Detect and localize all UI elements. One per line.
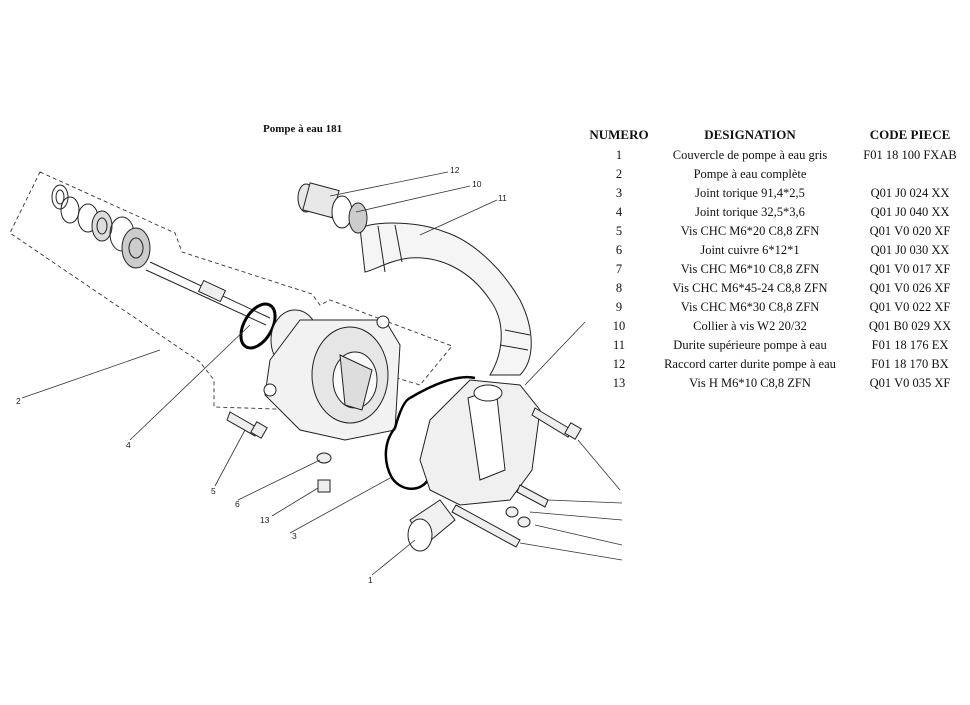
cell-num: 8 (615, 281, 623, 295)
callout-3: 3 (292, 531, 297, 541)
table-row: 11 Durite supérieure pompe à eau F01 18 17… (588, 336, 970, 355)
cell-designation: Pompe à eau complète (693, 167, 807, 181)
cell-designation: Vis CHC M6*30 C8,8 ZFN (680, 300, 820, 314)
hose-fitting (297, 182, 368, 234)
table-row: 13 Vis H M6*10 C8,8 ZFN Q01 V0 035 XF (588, 374, 970, 393)
cell-code: F01 18 100 FXAB (863, 148, 957, 162)
callout-5: 5 (211, 486, 216, 496)
cell-code: Q01 V0 026 XF (869, 281, 951, 295)
cell-designation: Vis CHC M6*45-24 C8,8 ZFN (672, 281, 828, 295)
cell-designation: Raccord carter durite pompe à eau (664, 357, 836, 371)
o-ring-small (239, 302, 277, 350)
callout-4: 4 (126, 440, 131, 450)
exploded-view-diagram: 1 2 3 4 5 6 13 12 10 11 (9, 165, 623, 585)
table-header-row: NUMERO DESIGNATION CODE PIECE (588, 124, 970, 146)
cell-num: 11 (612, 338, 626, 352)
cell-num: 7 (615, 262, 623, 276)
table-row: 6 Joint cuivre 6*12*1 Q01 J0 030 XX (588, 241, 970, 260)
callout-10: 10 (472, 179, 482, 189)
cell-num: 10 (612, 319, 626, 333)
table-row: 1 Couvercle de pompe à eau gris F01 18 100… (588, 146, 970, 165)
header-numero: NUMERO (589, 127, 649, 142)
callout-13: 13 (260, 515, 270, 525)
cell-num: 3 (615, 186, 623, 200)
cell-code: Q01 J0 024 XX (870, 186, 950, 200)
leader-lines (21, 171, 623, 576)
pump-cover (407, 379, 541, 552)
cell-designation: Durite supérieure pompe à eau (673, 338, 827, 352)
cell-designation: Vis CHC M6*10 C8,8 ZFN (680, 262, 820, 276)
cell-num: 6 (615, 243, 623, 257)
table-row: 9 Vis CHC M6*30 C8,8 ZFN Q01 V0 022 XF (588, 298, 970, 317)
cell-code: Q01 V0 035 XF (869, 376, 951, 390)
parts-table: NUMERO DESIGNATION CODE PIECE 1 Couvercle… (588, 124, 970, 393)
table-row: 7 Vis CHC M6*10 C8,8 ZFN Q01 V0 017 XF (588, 260, 970, 279)
pump-body (263, 309, 401, 441)
table-row: 8 Vis CHC M6*45-24 C8,8 ZFN Q01 V0 026 XF (588, 279, 970, 298)
table-row: 5 Vis CHC M6*20 C8,8 ZFN Q01 V0 020 XF (588, 222, 970, 241)
callout-2: 2 (16, 396, 21, 406)
header-designation: DESIGNATION (704, 127, 796, 142)
diagram-title: Pompe à eau 181 (263, 123, 343, 135)
cell-designation: Couvercle de pompe à eau gris (672, 148, 828, 162)
cell-designation: Joint torique 32,5*3,6 (695, 205, 805, 219)
cell-num: 2 (615, 167, 623, 181)
table-row: 12 Raccord carter durite pompe à eau F01 1… (588, 355, 970, 374)
shaft-assembly (51, 184, 271, 326)
bolts (226, 407, 582, 548)
callout-11: 11 (498, 193, 507, 203)
cell-num: 1 (615, 148, 623, 162)
callout-12: 12 (450, 165, 460, 175)
header-code-piece: CODE PIECE (869, 127, 951, 142)
cell-code: F01 18 170 BX (871, 357, 949, 371)
cell-designation: Vis H M6*10 C8,8 ZFN (689, 376, 811, 390)
callout-1: 1 (368, 575, 373, 585)
coolant-hose (359, 222, 532, 376)
cell-num: 9 (615, 300, 623, 314)
cell-code (850, 165, 970, 184)
cell-num: 12 (612, 357, 626, 371)
table-row: 4 Joint torique 32,5*3,6 Q01 J0 040 XX (588, 203, 970, 222)
cell-code: Q01 B0 029 XX (868, 319, 952, 333)
cell-designation: Joint cuivre 6*12*1 (700, 243, 800, 257)
cell-designation: Collier à vis W2 20/32 (693, 319, 807, 333)
cell-code: Q01 J0 040 XX (870, 205, 950, 219)
cell-num: 13 (612, 376, 626, 390)
table-row: 10 Collier à vis W2 20/32 Q01 B0 029 XX (588, 317, 970, 336)
o-ring-large (384, 375, 476, 490)
callout-6: 6 (235, 499, 240, 509)
cell-code: Q01 J0 030 XX (870, 243, 950, 257)
cell-designation: Vis CHC M6*20 C8,8 ZFN (680, 224, 820, 238)
cell-num: 5 (615, 224, 623, 238)
cell-designation: Joint torique 91,4*2,5 (695, 186, 805, 200)
cell-code: Q01 V0 020 XF (869, 224, 951, 238)
table-row: 3 Joint torique 91,4*2,5 Q01 J0 024 XX (588, 184, 970, 203)
cell-num: 4 (615, 205, 623, 219)
cell-code: Q01 V0 017 XF (869, 262, 951, 276)
cell-code: F01 18 176 EX (871, 338, 949, 352)
cell-code: Q01 V0 022 XF (869, 300, 951, 314)
table-row: 2 Pompe à eau complète (588, 165, 970, 184)
